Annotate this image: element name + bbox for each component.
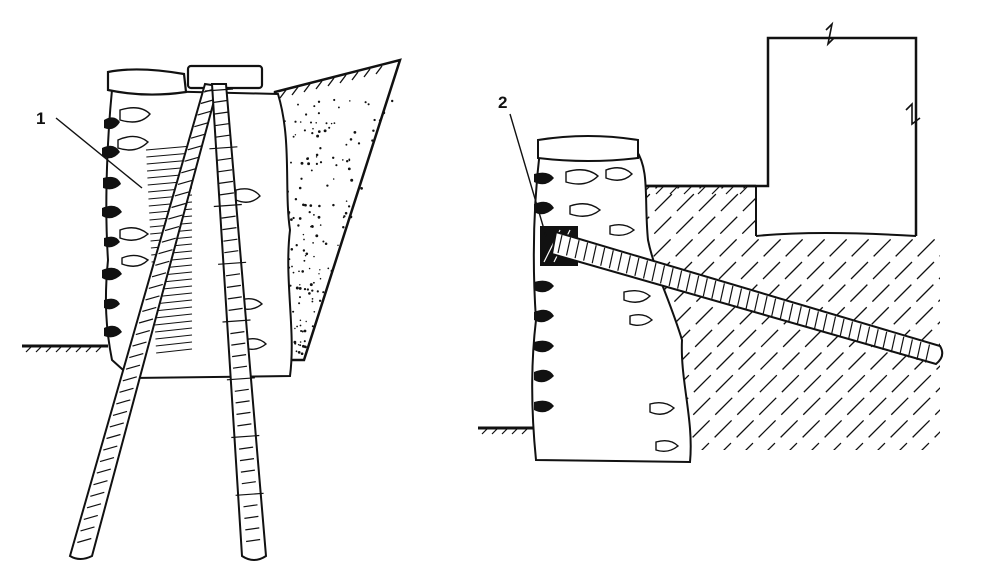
inclined-anchor-left bbox=[68, 82, 220, 560]
wall-cap-stones bbox=[106, 64, 264, 96]
callout-1-label: 1 bbox=[36, 109, 45, 128]
building-outline bbox=[638, 21, 921, 237]
break-marks bbox=[825, 21, 921, 126]
callout-1: 1 bbox=[36, 109, 143, 189]
left-figure: 1 bbox=[22, 58, 402, 561]
right-figure: 2 bbox=[478, 21, 944, 464]
right-masonry-wall bbox=[531, 135, 692, 464]
right-ground-line bbox=[478, 426, 538, 435]
callout-2: 2 bbox=[498, 93, 547, 237]
left-ground-line bbox=[22, 344, 108, 353]
ground-anchor bbox=[550, 230, 944, 366]
callout-2-label: 2 bbox=[498, 93, 507, 112]
inclined-anchor-right bbox=[204, 83, 268, 561]
